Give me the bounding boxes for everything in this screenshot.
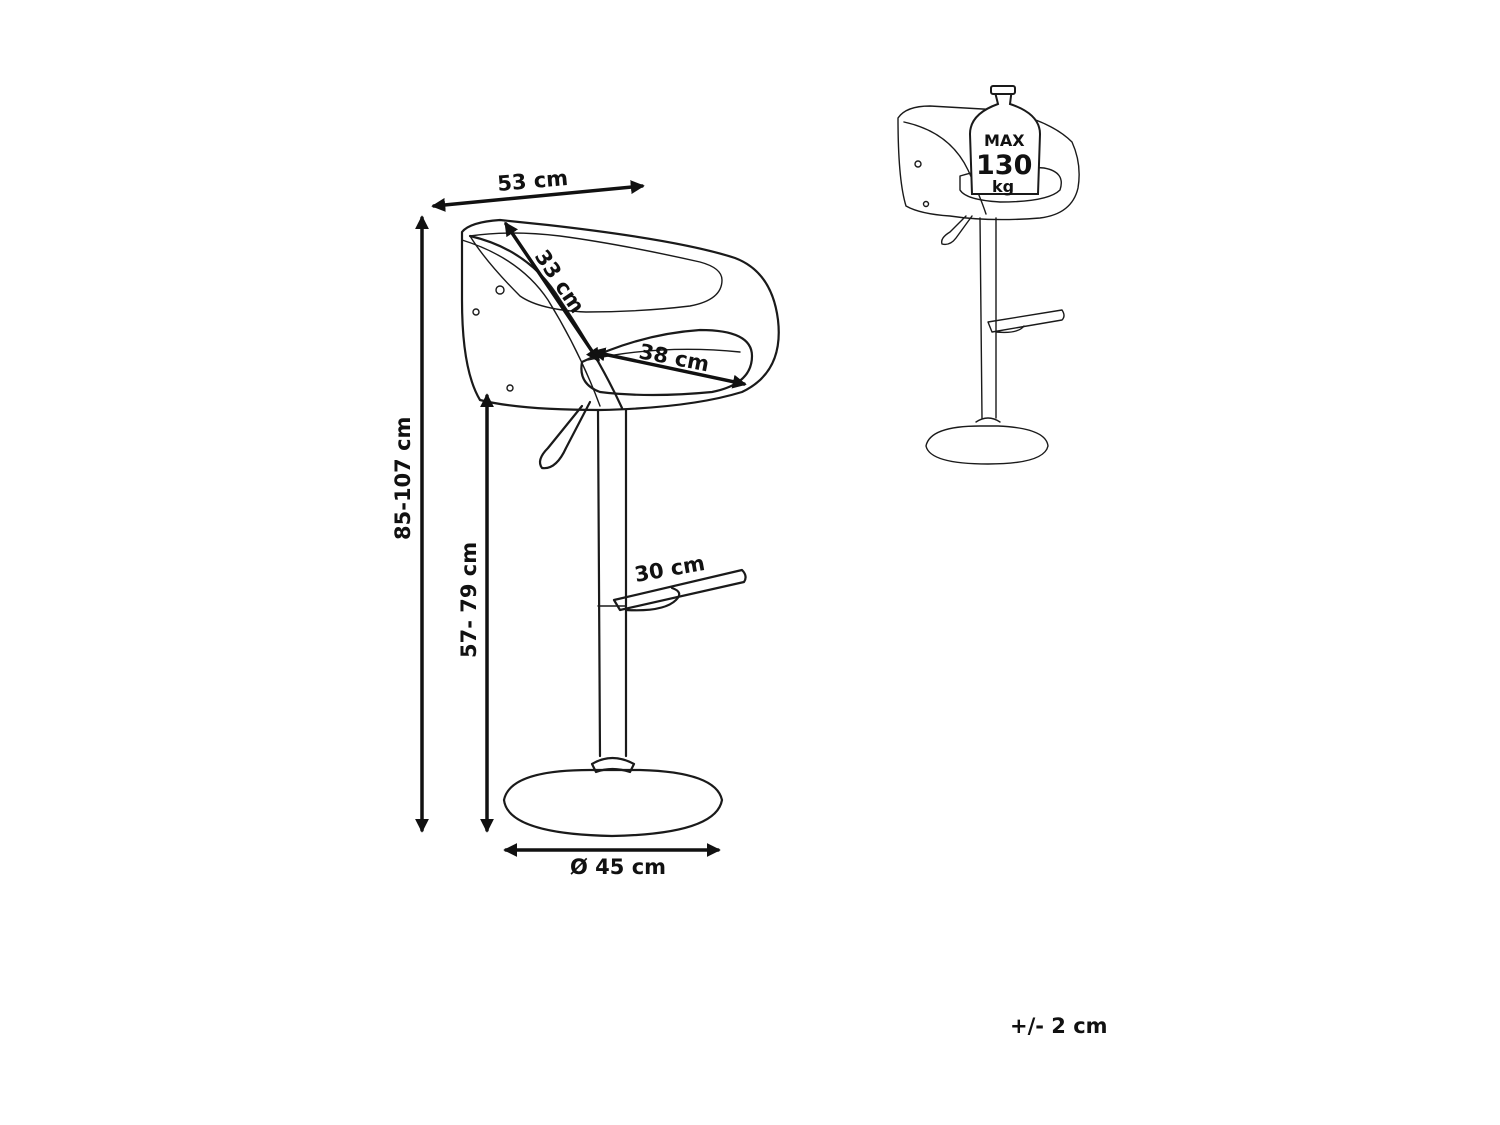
width-label: 53 cm	[496, 166, 569, 196]
main-stool-drawing	[460, 218, 780, 838]
base-diameter-label: Ø 45 cm	[570, 855, 666, 879]
load-stool-drawing	[897, 85, 1080, 465]
backrest-depth-label: 33 cm	[530, 245, 590, 317]
max-weight-value: 130	[976, 150, 1032, 181]
max-label: MAX	[984, 131, 1025, 150]
tolerance-note: +/- 2 cm	[1010, 1014, 1108, 1038]
max-weight-unit: kg	[992, 177, 1014, 196]
seat-depth-arrow	[591, 347, 747, 389]
weight-icon	[968, 87, 1042, 195]
dimension-arrows	[415, 180, 747, 857]
total-height-label: 85-107 cm	[391, 417, 415, 540]
backrest-arrow	[504, 221, 600, 363]
seat-height-label: 57- 79 cm	[457, 542, 481, 658]
width-arrow	[431, 180, 645, 212]
